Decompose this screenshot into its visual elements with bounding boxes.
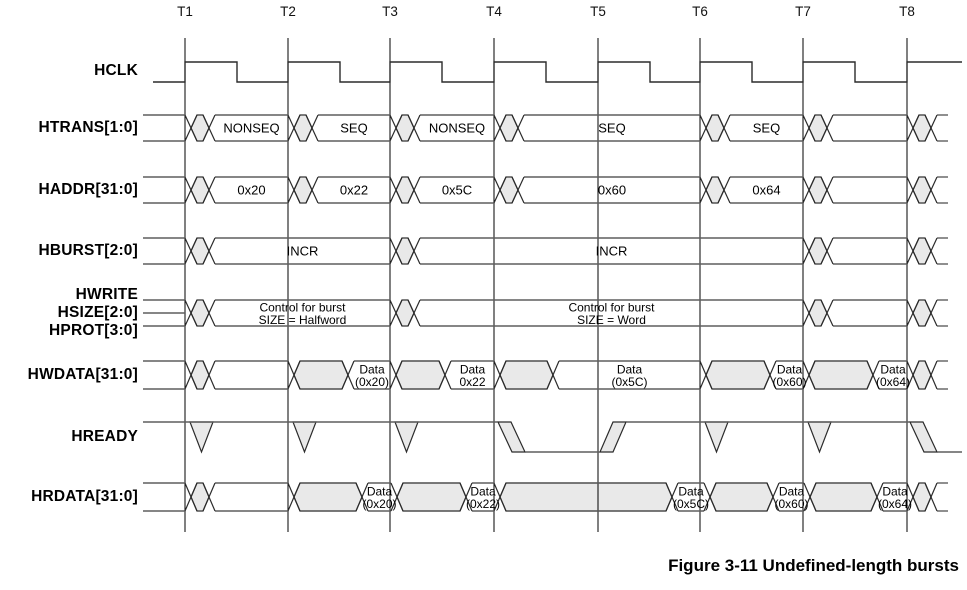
bus-segment-label: NONSEQ bbox=[223, 121, 279, 136]
bus-segment-label: SIZE = Word bbox=[577, 313, 646, 327]
bus-segment-label: 0x5C bbox=[442, 183, 472, 198]
bus-segment-label: Data bbox=[470, 485, 496, 499]
signal-label-hrdata: HRDATA[31:0] bbox=[31, 488, 138, 505]
bus-segment-label: Data bbox=[880, 363, 906, 377]
bus-segment-label: (0x20) bbox=[355, 375, 389, 389]
bus-segment-label: 0x22 bbox=[459, 375, 485, 389]
bus-segment-label: Data bbox=[367, 485, 393, 499]
bus-segment-label: (0x22) bbox=[466, 497, 500, 511]
bus-segment-label: SEQ bbox=[753, 121, 780, 136]
figure-caption: Figure 3-11 Undefined-length bursts bbox=[668, 556, 959, 575]
bus-segment-label: (0x60) bbox=[772, 375, 806, 389]
bus-segment-label: Control for burst bbox=[259, 301, 346, 315]
bus-segment-label: Data bbox=[678, 485, 704, 499]
signal-label-hprot: HPROT[3:0] bbox=[49, 322, 138, 339]
tick-label-t4: T4 bbox=[486, 4, 502, 19]
signal-label-htrans: HTRANS[1:0] bbox=[38, 119, 138, 136]
bus-segment-label: (0x5C) bbox=[673, 497, 709, 511]
bus-segment-label: (0x64) bbox=[876, 375, 910, 389]
tick-label-t1: T1 bbox=[177, 4, 193, 19]
tick-label-t7: T7 bbox=[795, 4, 811, 19]
bus-segment-label: Data bbox=[779, 485, 805, 499]
bus-segment-label: (0x5C) bbox=[611, 375, 647, 389]
bus-segment-label: 0x22 bbox=[340, 183, 368, 198]
bus-segment-label: Data bbox=[359, 363, 385, 377]
bus-segment-label: Data bbox=[617, 363, 643, 377]
tick-label-t8: T8 bbox=[899, 4, 915, 19]
bus-segment-label: (0x20) bbox=[362, 497, 396, 511]
bus-segment-label: INCR bbox=[287, 244, 319, 259]
bus-segment-label: SEQ bbox=[598, 121, 625, 136]
bus-segment-label: INCR bbox=[596, 244, 628, 259]
tick-label-t3: T3 bbox=[382, 4, 398, 19]
bus-segment-label: 0x64 bbox=[752, 183, 780, 198]
tick-label-t2: T2 bbox=[280, 4, 296, 19]
bus-segment-label: (0x60) bbox=[774, 497, 808, 511]
signal-label-hsize: HSIZE[2:0] bbox=[57, 304, 138, 321]
bus-segment-label: (0x64) bbox=[878, 497, 912, 511]
bus-segment-label: SEQ bbox=[340, 121, 367, 136]
bus-segment-label: SIZE = Halfword bbox=[259, 313, 347, 327]
bus-segment-label: Data bbox=[882, 485, 908, 499]
signal-label-haddr: HADDR[31:0] bbox=[38, 181, 138, 198]
tick-label-t5: T5 bbox=[590, 4, 606, 19]
bus-segment-label: Control for burst bbox=[568, 301, 655, 315]
bus-segment-label: 0x20 bbox=[237, 183, 265, 198]
bus-segment-label: Data bbox=[460, 363, 486, 377]
tick-label-t6: T6 bbox=[692, 4, 708, 19]
signal-label-hburst: HBURST[2:0] bbox=[38, 242, 138, 259]
signal-label-hclk: HCLK bbox=[94, 62, 138, 79]
signal-label-hwrite: HWRITE bbox=[75, 286, 138, 303]
bus-segment-label: Data bbox=[777, 363, 803, 377]
signal-label-hwdata: HWDATA[31:0] bbox=[27, 366, 138, 383]
signal-label-hready: HREADY bbox=[71, 428, 138, 445]
bus-segment-label: 0x60 bbox=[598, 183, 626, 198]
bus-segment-label: NONSEQ bbox=[429, 121, 485, 136]
